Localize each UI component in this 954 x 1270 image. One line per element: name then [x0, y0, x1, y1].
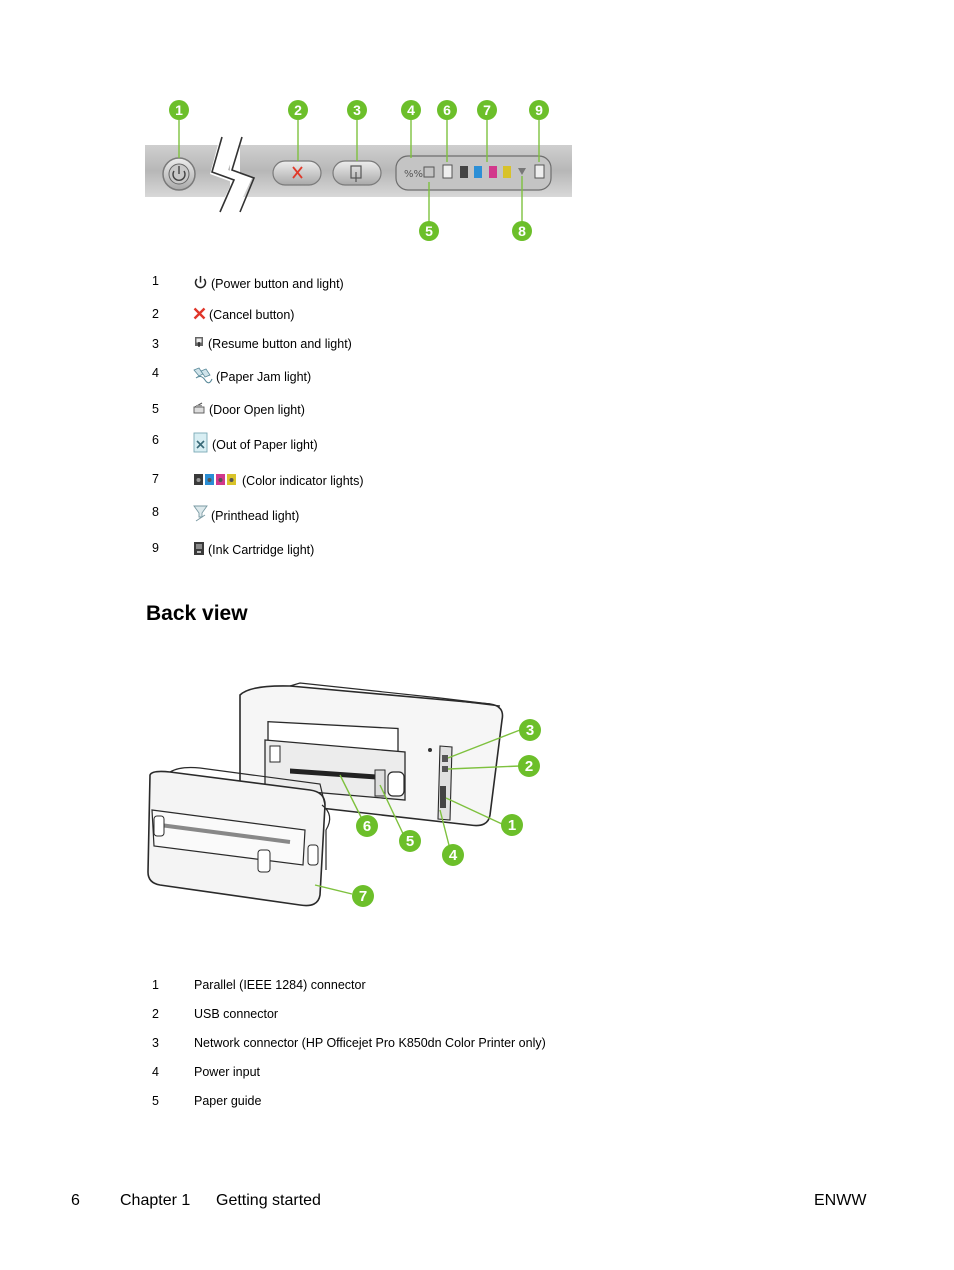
list-item: (Paper Jam light) [193, 366, 311, 387]
item-number: 9 [152, 541, 159, 555]
svg-text:3: 3 [526, 722, 534, 739]
cancel-x-icon [193, 307, 206, 323]
control-panel-illustration: %% 1 2 3 4 6 7 9 5 8 [145, 100, 572, 241]
power-button [162, 157, 196, 191]
list-item: Paper guide [194, 1094, 262, 1108]
list-item: (Resume button and light) [193, 336, 352, 351]
list-item: (Cancel button) [193, 307, 294, 323]
item-number: 7 [152, 472, 159, 486]
svg-text:3: 3 [353, 102, 361, 118]
svg-text:9: 9 [535, 102, 543, 118]
item-number: 5 [152, 402, 159, 416]
section-heading: Back view [146, 602, 248, 625]
svg-text:2: 2 [294, 102, 302, 118]
callout-3: 3 [347, 100, 367, 120]
door-open-icon [193, 402, 206, 417]
chapter-label: Chapter 1 [120, 1192, 191, 1209]
list-item: USB connector [194, 1007, 279, 1021]
item-number: 1 [152, 978, 159, 992]
resume-icon [193, 336, 205, 351]
list-item: Power input [194, 1065, 261, 1079]
callout-7: 7 [477, 100, 497, 120]
svg-text:1: 1 [508, 817, 516, 834]
locale-code: ENWW [814, 1192, 867, 1209]
item-number: 1 [152, 274, 159, 288]
power-icon [193, 275, 208, 293]
callout-4: 4 [401, 100, 421, 120]
printhead-icon [193, 505, 208, 526]
list-item: (Power button and light) [193, 275, 344, 293]
list-item: (Door Open light) [193, 402, 305, 417]
svg-text:8: 8 [518, 223, 526, 239]
callout-5: 5 [419, 221, 439, 241]
svg-text:4: 4 [449, 847, 458, 864]
callout-6: 6 [437, 100, 457, 120]
callout-5: 5 [399, 830, 421, 852]
item-number: 4 [152, 366, 159, 380]
color-indicator-icon [193, 472, 239, 489]
back-view-illustration: 3 2 1 6 5 4 7 [147, 682, 541, 907]
svg-text:6: 6 [363, 818, 371, 835]
item-number: 3 [152, 337, 159, 351]
out-of-paper-icon [193, 432, 209, 457]
callout-7: 7 [352, 885, 374, 907]
svg-text:4: 4 [407, 102, 415, 118]
item-number: 5 [152, 1094, 159, 1108]
page-number: 6 [71, 1192, 80, 1209]
svg-text:5: 5 [406, 833, 414, 850]
item-number: 2 [152, 1007, 159, 1021]
svg-text:1: 1 [175, 102, 183, 118]
paper-jam-icon [193, 366, 213, 387]
item-number: 6 [152, 433, 159, 447]
list-item: (Ink Cartridge light) [193, 541, 314, 559]
list-item: (Printhead light) [193, 505, 299, 526]
status-light-strip: %% [395, 155, 552, 191]
svg-text:2: 2 [525, 758, 533, 775]
list-item: Parallel (IEEE 1284) connector [194, 978, 366, 992]
svg-text:%%: %% [404, 169, 423, 180]
chapter-title: Getting started [216, 1192, 321, 1209]
list-item: (Color indicator lights) [193, 472, 364, 489]
callout-3: 3 [519, 719, 541, 741]
svg-text:6: 6 [443, 102, 451, 118]
ink-cartridge-icon [193, 541, 205, 559]
callout-1: 1 [169, 100, 189, 120]
callout-2: 2 [518, 755, 540, 777]
cancel-button [272, 160, 322, 186]
callout-6: 6 [356, 815, 378, 837]
item-number: 2 [152, 307, 159, 321]
callout-1: 1 [501, 814, 523, 836]
list-item: (Out of Paper light) [193, 432, 318, 457]
callout-9: 9 [529, 100, 549, 120]
item-number: 8 [152, 505, 159, 519]
callout-8: 8 [512, 221, 532, 241]
list-item: Network connector (HP Officejet Pro K850… [194, 1036, 546, 1050]
resume-button [332, 160, 382, 186]
svg-text:7: 7 [483, 102, 491, 118]
item-number: 4 [152, 1065, 159, 1079]
svg-text:5: 5 [425, 223, 433, 239]
item-number: 3 [152, 1036, 159, 1050]
callout-4: 4 [442, 844, 464, 866]
svg-text:7: 7 [359, 888, 367, 905]
callout-2: 2 [288, 100, 308, 120]
